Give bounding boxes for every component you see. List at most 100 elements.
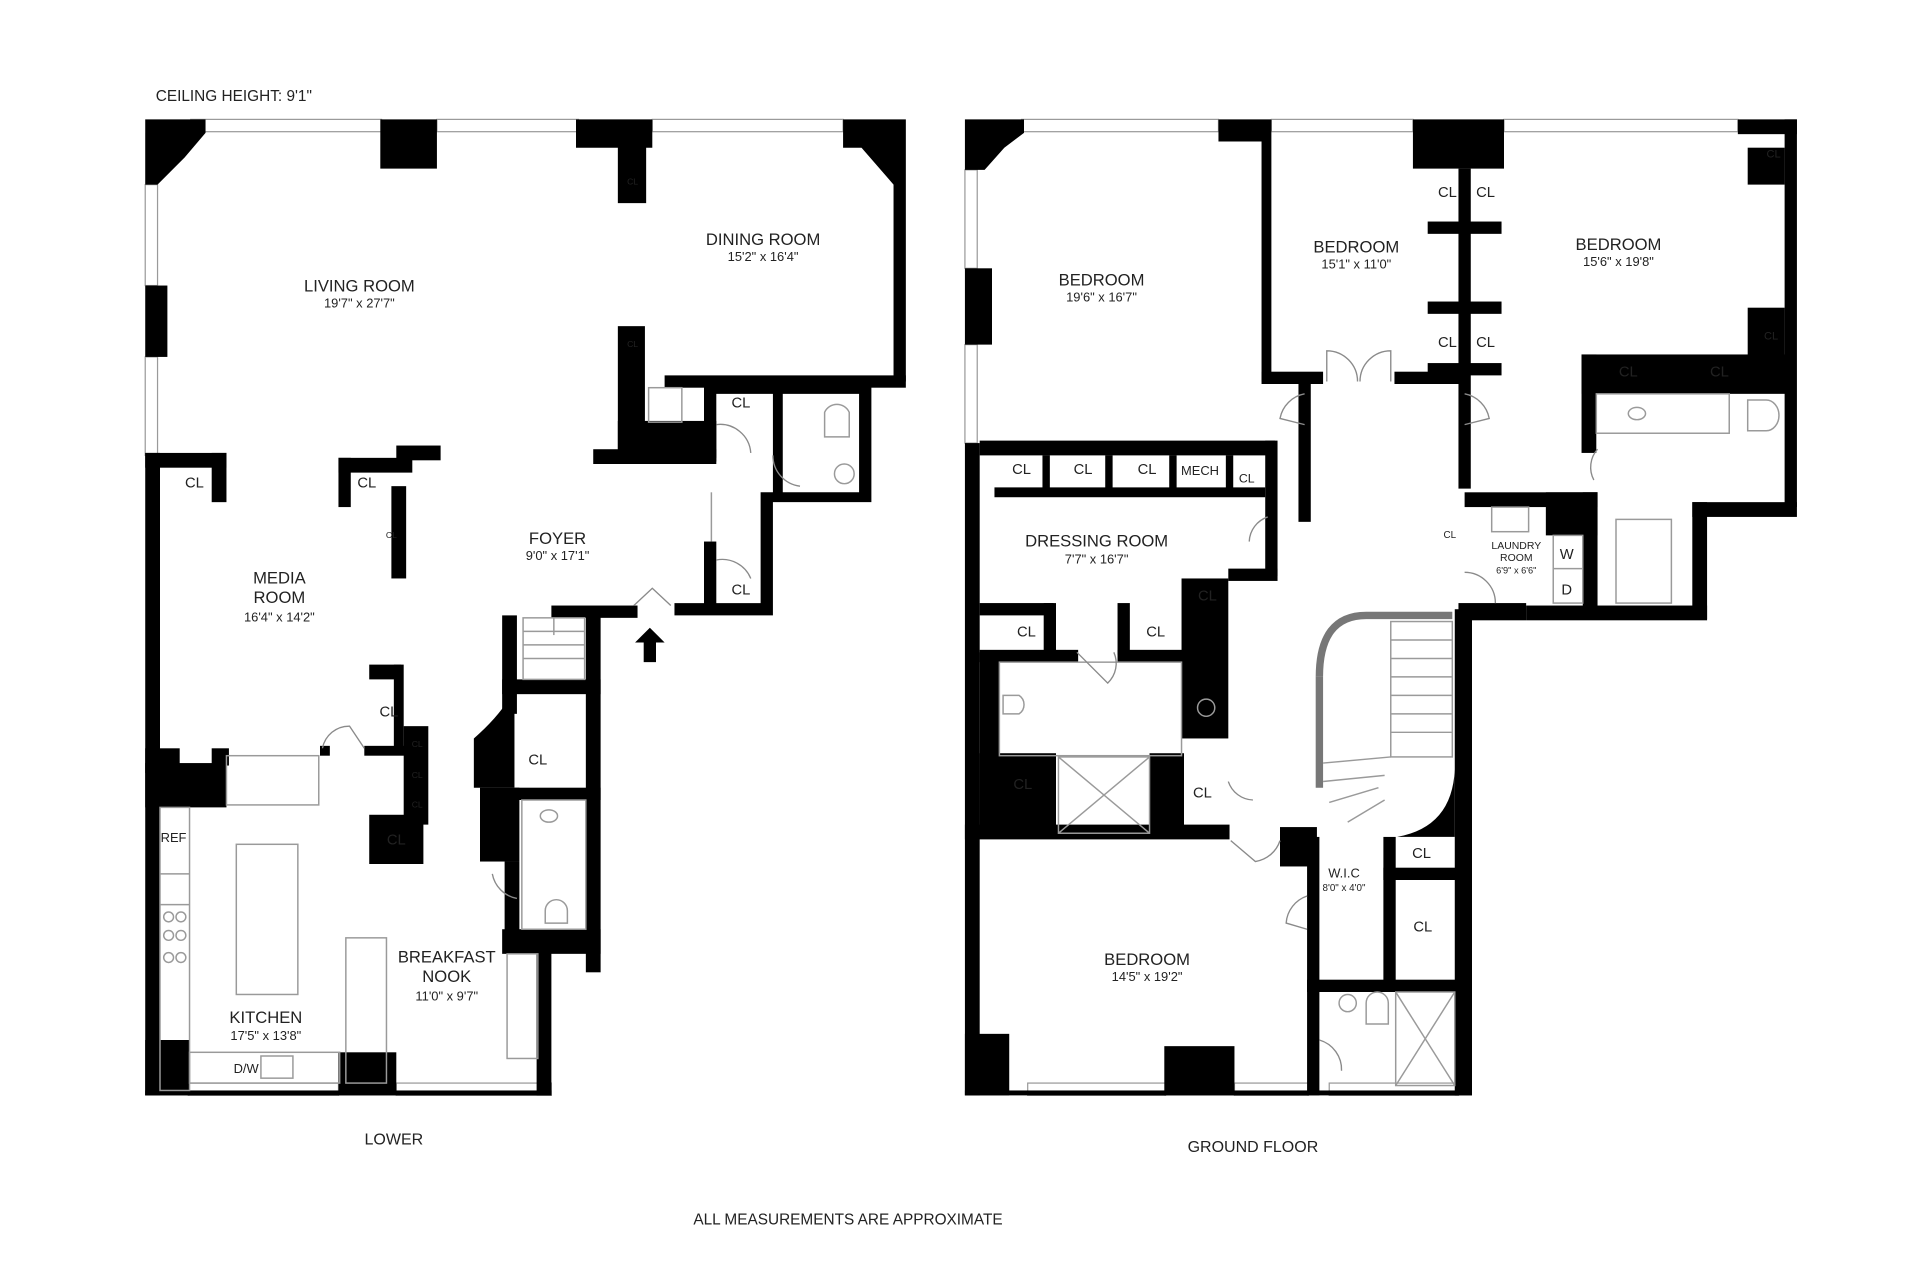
toilet-icon (823, 403, 850, 438)
closet-label: CL (1413, 920, 1432, 936)
toilet-icon (1365, 991, 1390, 1025)
wall (1181, 578, 1229, 739)
wall (1526, 605, 1708, 621)
powder-room (521, 799, 587, 930)
window (1270, 118, 1414, 133)
column (1164, 1046, 1235, 1096)
bedroom-3-label: BEDROOM (1576, 235, 1662, 254)
shower-icon (1057, 756, 1151, 834)
washer-label: W (1560, 547, 1574, 563)
wall (704, 541, 717, 610)
closet-label: CL (386, 530, 397, 540)
corner-column (145, 119, 206, 185)
dressing-room-label: DRESSING ROOM (1025, 531, 1168, 550)
sink-icon (1196, 698, 1216, 718)
wall (1784, 119, 1797, 508)
counter (506, 953, 539, 1060)
column (964, 268, 992, 345)
closet-label: CL (1412, 846, 1431, 862)
kitchen-island (235, 843, 299, 996)
wall (536, 935, 552, 1096)
window (964, 169, 978, 269)
column (1412, 119, 1504, 169)
wall (211, 748, 229, 766)
closet-label: CL (1766, 149, 1780, 161)
wall (1581, 354, 1791, 394)
kitchen-label: KITCHEN (229, 1008, 302, 1027)
wall (1042, 455, 1050, 493)
closet-label: CL (357, 475, 376, 491)
wall (964, 1090, 1472, 1096)
wall (964, 443, 980, 1096)
foyer-label: FOYER (529, 529, 586, 548)
dining-room-label: DINING ROOM (706, 230, 820, 249)
closet-label: CL (1012, 462, 1031, 478)
sink-icon (833, 463, 855, 485)
sink-icon (1627, 406, 1647, 421)
column (145, 1040, 190, 1096)
window (144, 184, 159, 287)
door-swing (1464, 393, 1491, 426)
foyer-dims: 9'0" x 17'1" (526, 548, 590, 563)
closet-label: CL (1146, 624, 1165, 640)
wall (211, 452, 227, 503)
mech-label: MECH (1181, 463, 1219, 478)
bedroom-4-label: BEDROOM (1104, 950, 1190, 969)
shower-icon (1394, 991, 1456, 1087)
window (144, 356, 159, 457)
lower-floor-caption: LOWER (365, 1132, 424, 1149)
wall (364, 745, 407, 756)
closet-label: CL (731, 582, 750, 598)
window (190, 118, 383, 133)
toilet-icon (1002, 694, 1025, 715)
wall (145, 452, 227, 468)
wall (1747, 147, 1785, 185)
wall (369, 664, 402, 680)
closet-label: CL (627, 177, 638, 187)
wall (979, 440, 1276, 456)
wall (1458, 168, 1471, 489)
column (145, 285, 168, 357)
wall (1582, 492, 1598, 616)
wall (593, 449, 717, 464)
wall (480, 787, 520, 862)
bedroom-2-label: BEDROOM (1313, 237, 1399, 256)
closet-label: CL (1476, 335, 1495, 351)
column (964, 1033, 1010, 1096)
window (1503, 118, 1739, 133)
wall (391, 486, 407, 579)
bedroom-1-label: BEDROOM (1059, 271, 1145, 290)
closet-label: CL (412, 799, 423, 809)
wall (1218, 119, 1272, 382)
wall (1427, 221, 1502, 234)
breakfast-bench (345, 937, 388, 1084)
closet-label: CL (528, 752, 547, 768)
staircase (522, 617, 586, 681)
wall (1454, 609, 1472, 1096)
closet-label: CL (1193, 786, 1212, 802)
wall (320, 745, 330, 756)
wall (396, 445, 441, 461)
bedroom-2-dims: 15'1" x 11'0" (1321, 256, 1391, 271)
dishwasher-label: D/W (234, 1061, 260, 1076)
wall (1225, 455, 1234, 490)
window (436, 118, 580, 133)
wall (994, 487, 1266, 498)
wall (1747, 307, 1785, 357)
toilet-icon (1746, 399, 1780, 432)
closet-label: CL (1013, 777, 1032, 793)
wall (964, 824, 1230, 840)
wall (1117, 603, 1130, 655)
closet-label: CL (1619, 365, 1638, 381)
door-swing (1285, 895, 1308, 930)
closet-label: CL (1138, 462, 1157, 478)
wall (1169, 455, 1177, 493)
wall (403, 726, 429, 825)
corner-column (843, 119, 906, 382)
wall (504, 861, 520, 936)
wall (393, 664, 404, 754)
door-swing (716, 558, 752, 579)
column (338, 1052, 397, 1096)
kitchen-dims: 17'5" x 13'8" (230, 1028, 301, 1043)
